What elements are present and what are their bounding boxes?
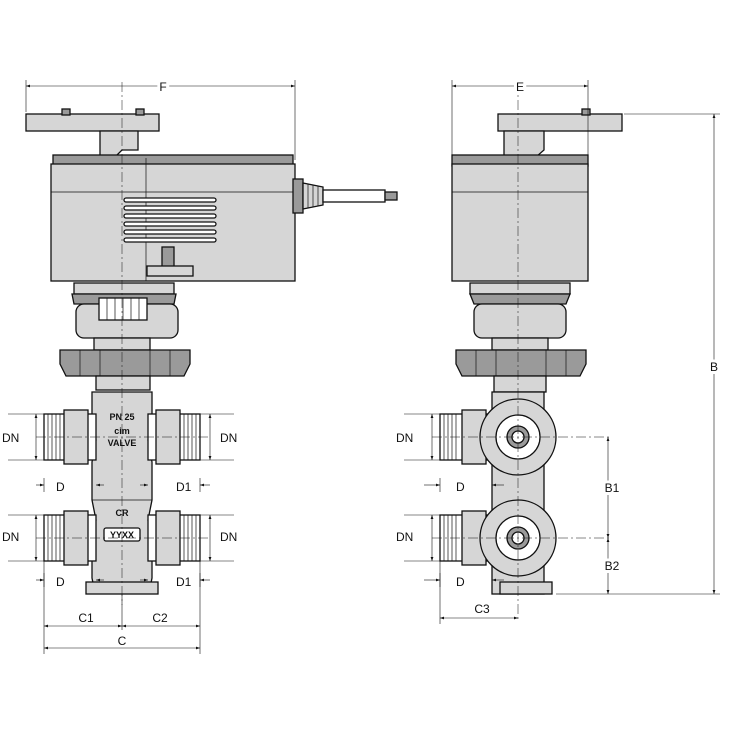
dim-D-side-upper: D (424, 478, 504, 494)
dim-DN-front-lower-left: DN (2, 514, 44, 562)
vent-slots (123, 197, 217, 243)
dim-label-B2: B2 (605, 559, 620, 573)
front-coupling (71, 282, 179, 351)
side-actuator (451, 154, 589, 282)
side-union-nut (455, 349, 587, 393)
front-port-upper-left (43, 409, 97, 465)
dim-DN-front-upper-left: DN (2, 413, 44, 461)
dim-label-DN: DN (2, 530, 19, 544)
dim-label-C: C (118, 634, 127, 648)
dim-DN-side-lower: DN (396, 514, 440, 562)
front-port-lower-left (43, 510, 97, 566)
dim-label-D: D (456, 480, 465, 494)
dim-E: E (451, 77, 589, 160)
dim-label-D: D (456, 575, 465, 589)
side-view (432, 82, 623, 620)
dim-label-E: E (516, 80, 524, 94)
front-handle (25, 108, 160, 158)
front-port-upper-right (147, 409, 201, 465)
dim-label-DN: DN (220, 530, 237, 544)
dim-label-DN: DN (220, 431, 237, 445)
dim-label-C3: C3 (474, 602, 490, 616)
dim-label-DN: DN (396, 530, 413, 544)
dim-DN-front-lower-right: DN (200, 514, 237, 562)
dim-C2: C2 (122, 611, 200, 628)
front-union-nut (59, 349, 191, 391)
cable-gland (292, 178, 398, 214)
side-handle (497, 108, 623, 158)
dim-label-F: F (159, 80, 166, 94)
dim-B: B (556, 113, 721, 595)
dim-D-front-upper: D (36, 478, 104, 494)
dim-label-B: B (710, 360, 718, 374)
front-view: PN 25 cim VALVE CR YYXX (25, 82, 398, 605)
dimensions: F E B B1 B2 D (2, 77, 721, 654)
dim-C3: C3 (439, 561, 518, 624)
dim-label-C1: C1 (78, 611, 94, 625)
dim-label-D: D (56, 480, 65, 494)
dim-B1: B1 (602, 437, 623, 538)
dim-label-C2: C2 (152, 611, 168, 625)
dim-B2: B2 (602, 538, 623, 594)
dim-C: C (44, 634, 200, 650)
front-port-lower-right (147, 510, 201, 566)
dim-label-DN: DN (396, 431, 413, 445)
dim-label-B1: B1 (605, 481, 620, 495)
dim-label-D1: D1 (176, 480, 192, 494)
marking-cr: CR (116, 508, 129, 518)
dim-label-D1: D1 (176, 575, 192, 589)
dim-label-DN: DN (2, 431, 19, 445)
dim-DN-front-upper-right: DN (200, 413, 237, 461)
dim-label-D: D (56, 575, 65, 589)
dim-DN-side-upper: DN (396, 413, 440, 461)
front-actuator (50, 154, 296, 282)
marking-pressure: PN 25 (109, 412, 134, 422)
dim-C1: C1 (44, 611, 122, 628)
side-coupling (469, 282, 571, 351)
dim-D1-front-upper: D1 (140, 478, 210, 494)
dim-F: F (25, 77, 296, 160)
